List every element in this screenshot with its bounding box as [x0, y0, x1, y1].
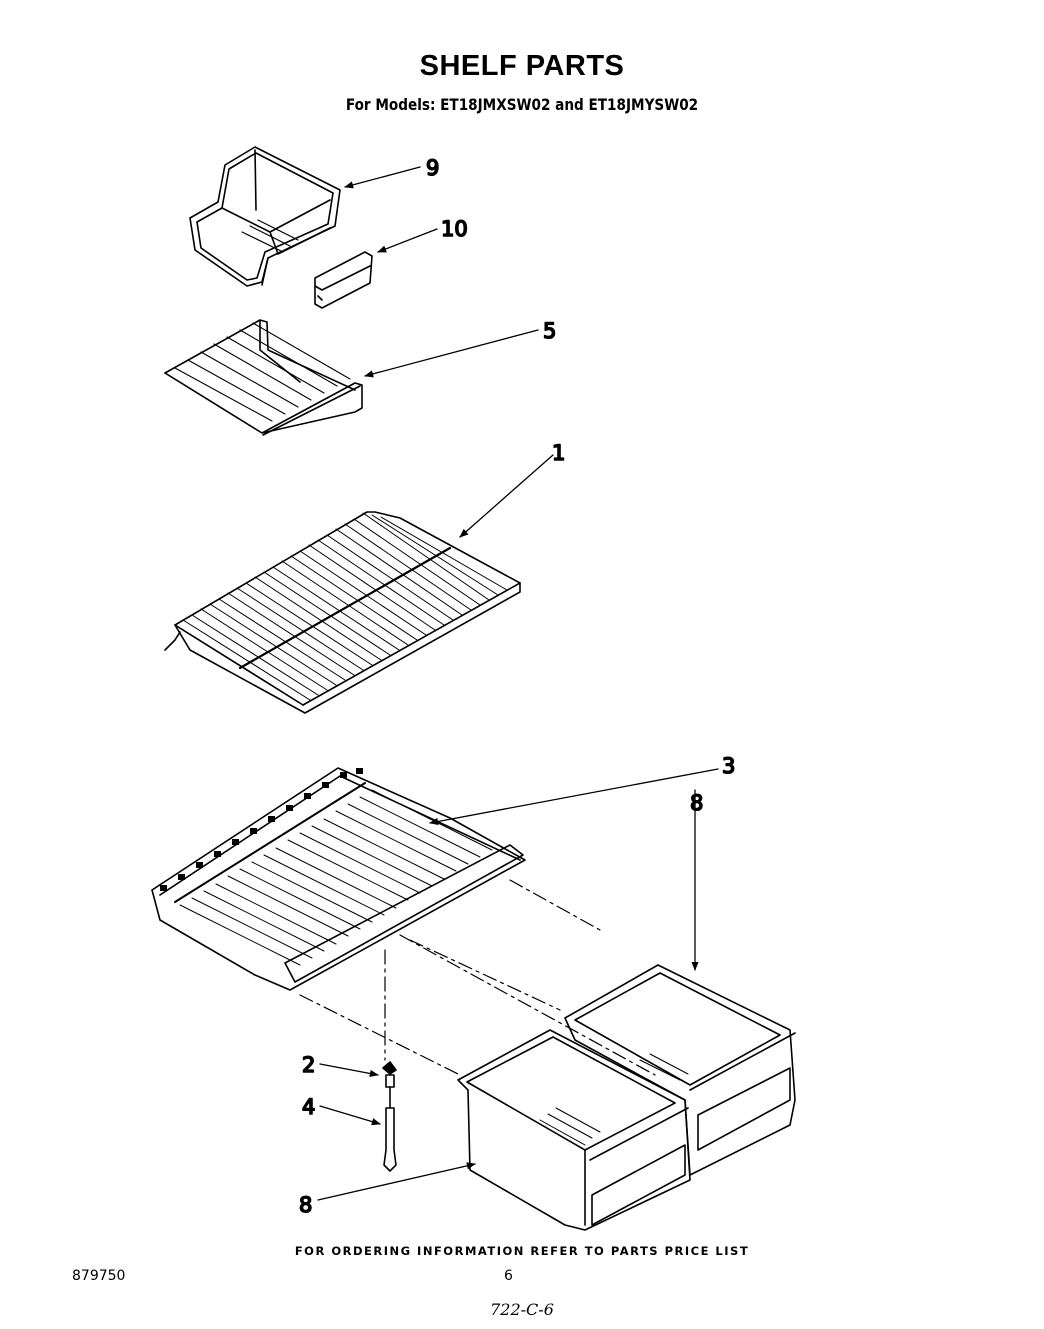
models-subtitle: For Models: ET18JMXSW02 and ET18JMYSW02	[345, 95, 699, 114]
page-number: 6	[504, 1268, 513, 1284]
callout-3: 3	[722, 754, 735, 778]
callout-2: 2	[302, 1053, 315, 1077]
crisper-frame-part-3	[151, 767, 526, 991]
crisper-drawers-part-8	[457, 964, 796, 1231]
handwritten-code: 722-C-6	[490, 1300, 554, 1319]
callout-9: 9	[426, 156, 439, 180]
callout-8-left: 8	[299, 1193, 312, 1217]
small-wire-shelf-part-5	[164, 319, 363, 436]
callout-10: 10	[441, 217, 468, 241]
leader-lines	[317, 166, 719, 1201]
page-title: SHELF PARTS	[419, 50, 625, 82]
callout-8-right: 8	[690, 791, 703, 815]
support-post-parts-2-4	[382, 1061, 397, 1172]
document-number: 879750	[72, 1268, 126, 1284]
callout-5: 5	[543, 319, 556, 343]
clip-part-10	[314, 251, 373, 309]
assembly-lines	[299, 879, 656, 1076]
bin-part-9	[189, 146, 341, 287]
wire-shelf-part-1	[164, 511, 521, 714]
callout-4: 4	[302, 1095, 315, 1119]
ordering-note: FOR ORDERING INFORMATION REFER TO PARTS …	[294, 1244, 750, 1258]
callout-1: 1	[552, 441, 565, 465]
